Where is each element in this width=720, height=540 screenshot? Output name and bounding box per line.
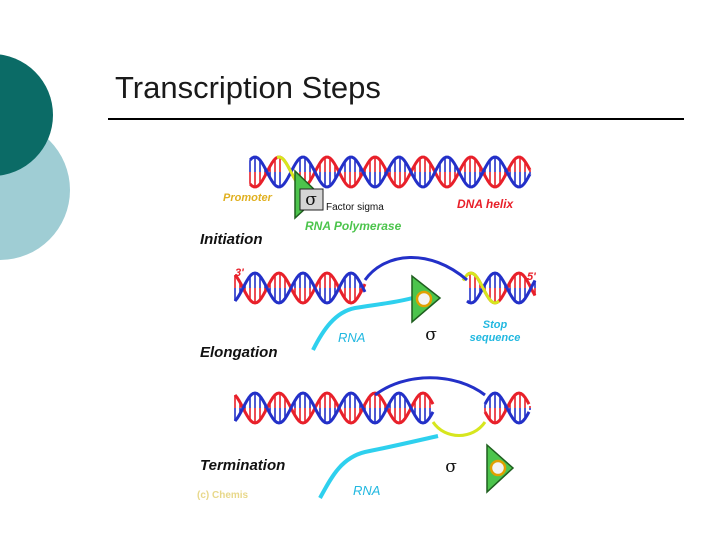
elongation-step-label: Elongation xyxy=(200,344,278,361)
dna-helix-label: DNA helix xyxy=(457,197,515,211)
five-prime-label: 5' xyxy=(527,271,536,283)
credit-watermark: (c) Chemis xyxy=(197,490,249,501)
stop-sequence-label-line1: Stop xyxy=(483,319,508,331)
sigma-symbol: σ xyxy=(305,190,317,210)
dna-helix-initiation xyxy=(248,155,532,189)
sigma-symbol-termination: σ xyxy=(445,457,457,477)
rna-polymerase-label: RNA Polymerase xyxy=(305,219,402,233)
slide-title: Transcription Steps xyxy=(115,70,381,105)
elongation-panel: 3' 5' RNA σ Stop sequence Elongation xyxy=(200,256,537,361)
initiation-panel: σ Promoter Factor sigma DNA helix RNA Po… xyxy=(200,155,532,248)
dna-helix-elongation xyxy=(233,256,537,305)
stop-sequence-label-line2: sequence xyxy=(470,332,521,344)
sigma-symbol-elongation: σ xyxy=(425,325,437,345)
rna-label-termination: RNA xyxy=(353,483,380,498)
rna-polymerase-icon xyxy=(486,443,515,494)
termination-step-label: Termination xyxy=(200,457,285,474)
factor-sigma-label: Factor sigma xyxy=(326,202,384,213)
termination-panel: σ RNA Termination (c) Chemis xyxy=(197,376,531,501)
promoter-label: Promoter xyxy=(223,192,273,204)
decorative-circles xyxy=(0,54,70,260)
rna-strand-termination xyxy=(318,434,439,499)
rna-label-elongation: RNA xyxy=(338,330,365,345)
title-divider xyxy=(108,118,684,120)
initiation-step-label: Initiation xyxy=(200,231,263,248)
sigma-factor-icon: σ xyxy=(299,188,324,211)
dark-decor-circle xyxy=(0,54,53,176)
rna-polymerase-icon xyxy=(411,274,442,324)
rna-strand-elongation xyxy=(311,294,421,351)
dna-helix-termination xyxy=(233,376,531,437)
three-prime-label: 3' xyxy=(235,267,244,279)
transcription-diagram: σ Promoter Factor sigma DNA helix RNA Po… xyxy=(197,155,537,501)
